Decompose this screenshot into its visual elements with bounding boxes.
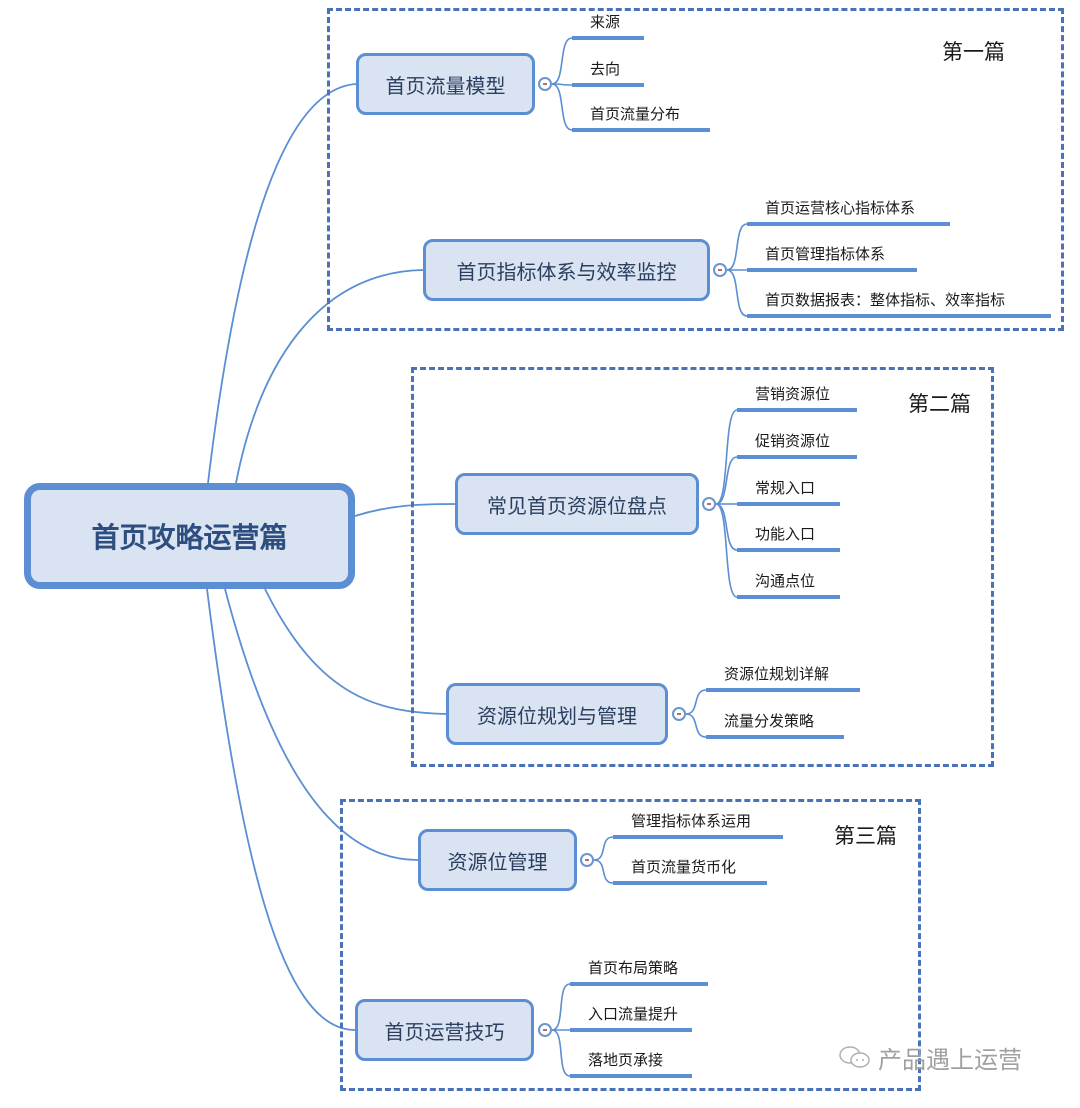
leaf-topic[interactable]: 落地页承接 xyxy=(588,1051,664,1069)
section-title-1: 第一篇 xyxy=(942,40,1005,64)
watermark-text: 产品遇上运营 xyxy=(878,1046,1022,1074)
leaf-connector xyxy=(551,37,573,85)
leaf-connector xyxy=(551,83,573,131)
leaf-topic[interactable]: 营销资源位 xyxy=(755,385,831,403)
leaf-topic[interactable]: 入口流量提升 xyxy=(588,1005,679,1023)
leaf-connector xyxy=(551,983,571,1031)
watermark: 产品遇上运营 xyxy=(838,1040,1022,1075)
collapse-toggle-icon[interactable] xyxy=(538,1023,552,1037)
leaf-topic[interactable]: 首页运营核心指标体系 xyxy=(765,199,916,217)
root-connector xyxy=(207,83,357,484)
wechat-icon xyxy=(839,1045,870,1068)
leaf-topic[interactable]: 常规入口 xyxy=(755,479,816,497)
branch-node[interactable]: 资源位规划与管理 xyxy=(446,683,668,745)
section-box-3 xyxy=(340,799,921,1091)
section-box-1 xyxy=(327,8,1064,331)
leaf-connector xyxy=(715,456,738,505)
branch-node[interactable]: 首页运营技巧 xyxy=(355,999,534,1061)
collapse-toggle-icon[interactable] xyxy=(580,853,594,867)
collapse-toggle-icon[interactable] xyxy=(672,707,686,721)
leaf-topic[interactable]: 沟通点位 xyxy=(755,572,816,590)
leaf-connector xyxy=(715,409,738,505)
leaf-topic[interactable]: 资源位规划详解 xyxy=(724,665,830,683)
section-title-2: 第二篇 xyxy=(908,392,971,416)
root-connector xyxy=(224,588,419,861)
leaf-topic[interactable]: 管理指标体系运用 xyxy=(631,812,752,830)
root-connector xyxy=(264,588,447,715)
leaf-connector xyxy=(715,503,738,598)
leaf-connector xyxy=(726,223,748,271)
collapse-toggle-icon[interactable] xyxy=(713,263,727,277)
leaf-topic[interactable]: 首页数据报表：整体指标、效率指标 xyxy=(765,291,1006,309)
collapse-toggle-icon[interactable] xyxy=(702,497,716,511)
branch-node[interactable]: 首页指标体系与效率监控 xyxy=(423,239,710,301)
leaf-topic[interactable]: 功能入口 xyxy=(755,525,816,543)
leaf-connector xyxy=(726,269,748,317)
collapse-toggle-icon[interactable] xyxy=(538,77,552,91)
leaf-topic[interactable]: 促销资源位 xyxy=(755,432,831,450)
leaf-topic[interactable]: 首页布局策略 xyxy=(588,959,679,977)
leaf-topic[interactable]: 首页管理指标体系 xyxy=(765,245,886,263)
root-connector xyxy=(235,269,424,484)
leaf-topic[interactable]: 流量分发策略 xyxy=(724,712,815,730)
leaf-connector xyxy=(685,689,707,715)
section-box-2 xyxy=(411,367,994,767)
root-connector xyxy=(206,588,356,1031)
leaf-topic[interactable]: 首页流量分布 xyxy=(590,105,681,123)
leaf-connector xyxy=(551,1029,571,1077)
leaf-connector xyxy=(593,836,614,861)
leaf-topic[interactable]: 去向 xyxy=(590,60,621,78)
branch-node[interactable]: 首页流量模型 xyxy=(356,53,535,115)
root-node[interactable]: 首页攻略运营篇 xyxy=(24,483,355,589)
root-connector xyxy=(354,503,456,517)
section-title-3: 第三篇 xyxy=(834,824,897,848)
leaf-topic[interactable]: 来源 xyxy=(590,13,621,31)
leaf-topic[interactable]: 首页流量货币化 xyxy=(631,858,737,876)
branch-node[interactable]: 常见首页资源位盘点 xyxy=(455,473,699,535)
branch-node[interactable]: 资源位管理 xyxy=(418,829,577,891)
leaf-connector xyxy=(685,713,707,738)
leaf-connector xyxy=(593,859,614,884)
